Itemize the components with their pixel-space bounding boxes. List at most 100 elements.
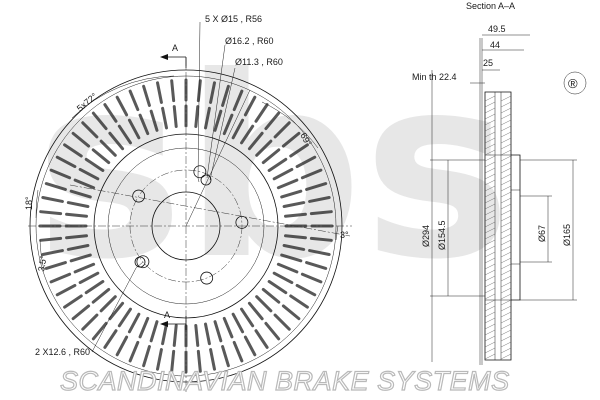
vent-slot [172, 324, 178, 347]
hatch-line [500, 335, 512, 342]
vent-slot [170, 349, 176, 373]
hatch-line [484, 275, 496, 282]
vent-slot [309, 236, 333, 242]
hatch-line [484, 107, 496, 114]
dim-67: Ø67 [537, 225, 547, 242]
hatch-line [484, 287, 496, 294]
vent-slot [170, 79, 176, 103]
vent-slot [273, 313, 291, 331]
vent-slot [55, 283, 77, 297]
hatch-line [500, 323, 512, 330]
vent-slot [243, 335, 257, 357]
vent-slot [44, 182, 67, 191]
hatch-line [500, 197, 512, 204]
vent-slot [91, 111, 108, 131]
vent-slot [156, 348, 163, 371]
hatch-line [500, 125, 512, 132]
vent-slot [81, 313, 99, 331]
vent-slot [81, 121, 99, 139]
hatch-line [484, 233, 496, 240]
vent-slot [91, 321, 108, 341]
vent-slot [273, 121, 291, 139]
hatch-line [484, 125, 496, 132]
vent-slot [264, 111, 281, 131]
vent-slot [254, 329, 269, 349]
dim-49-5: 49.5 [488, 24, 506, 34]
vent-slot [247, 301, 264, 321]
hatch-line [500, 137, 512, 144]
hatch-line [500, 269, 512, 276]
vent-slot [108, 301, 125, 321]
vent-slot [63, 143, 83, 158]
angle-label-18: 18° [24, 196, 34, 210]
vent-slot [156, 81, 163, 104]
vent-slot [308, 196, 331, 203]
vent-slot [49, 272, 72, 284]
vent-slot [276, 262, 299, 274]
hatch-line [484, 131, 496, 138]
pattern-angle-arc [71, 75, 175, 119]
vent-slot [300, 272, 323, 284]
hatch-line [484, 215, 496, 222]
vent-slot [209, 81, 216, 104]
hatch-line [484, 161, 496, 168]
leader-holes-c [91, 261, 144, 353]
hatch-line [484, 293, 496, 300]
vent-slot [99, 295, 117, 313]
vent-slot [194, 324, 200, 347]
hatch-line [500, 167, 512, 174]
hatch-line [500, 281, 512, 288]
vent-slot [84, 280, 105, 295]
vent-slot [284, 212, 307, 218]
bolt-hole [132, 189, 146, 203]
hatch-line [500, 341, 512, 348]
vent-slot [284, 234, 307, 240]
hatch-line [500, 353, 512, 360]
vent-slot [69, 253, 92, 263]
vent-slot [161, 106, 168, 130]
vent-slot [117, 124, 132, 145]
vent-slot [41, 249, 64, 256]
hatch-line [484, 323, 496, 330]
leader-hole-a [206, 44, 226, 179]
vent-slot [280, 189, 303, 199]
hatch-line [500, 317, 512, 324]
dim-165: Ø165 [562, 224, 572, 246]
hatch-line [484, 281, 496, 288]
vent-slot [108, 131, 125, 151]
vent-slot [222, 113, 234, 136]
angle-3-arc [335, 225, 339, 241]
vent-slot [55, 155, 77, 169]
leader-bolt-holes [197, 21, 201, 183]
small-hole [200, 174, 212, 186]
hatch-line [484, 137, 496, 144]
vent-slot [243, 95, 257, 117]
hatch-line [500, 209, 512, 216]
vent-slot [247, 131, 264, 151]
angled-centerline-69deg [185, 89, 251, 227]
hatch-line [484, 149, 496, 156]
callout-bolt-holes: 5 X Ø15 , R56 [205, 14, 262, 24]
vent-slot [280, 253, 303, 263]
vent-slot [115, 95, 129, 117]
hatch-line [484, 203, 496, 210]
hatch-line [484, 347, 496, 354]
vent-slot [213, 109, 223, 132]
vent-slot [255, 139, 273, 157]
bolt-hole [136, 255, 150, 269]
hatch-line [484, 191, 496, 198]
vent-slot [194, 105, 200, 128]
section-cut-top: A [160, 43, 187, 68]
vent-slot [261, 148, 281, 165]
vent-slot [282, 201, 306, 208]
company-band: SCANDINAVIAN BRAKE SYSTEMS [59, 365, 509, 396]
hatch-line [500, 287, 512, 294]
vent-slot [281, 131, 301, 148]
hatch-line [484, 299, 496, 306]
dim-min-th: Min th 22.4 [412, 72, 457, 82]
vent-slot [231, 312, 245, 334]
hatch-line [500, 221, 512, 228]
hatch-line [484, 155, 496, 162]
hatch-line [484, 227, 496, 234]
callout-hole-a: Ø16.2 , R60 [225, 36, 274, 46]
